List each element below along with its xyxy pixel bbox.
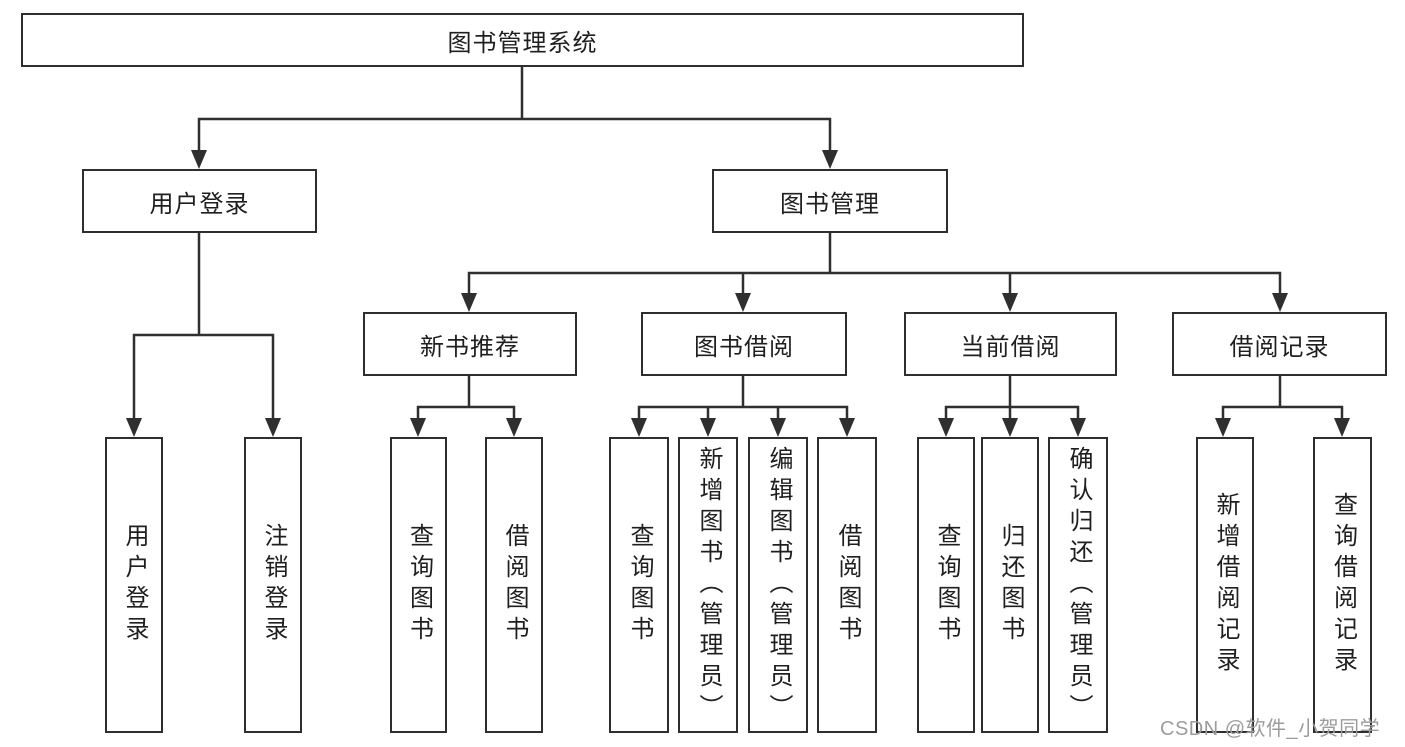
leaf-current-query-books-label: 查询图书 — [933, 523, 960, 647]
leaf-newbook-query-books: 查询图书 — [390, 437, 447, 733]
node-user-login-label: 用户登录 — [149, 190, 250, 218]
leaf-confirm-return-admin: 确认归还（管理员） — [1048, 437, 1108, 733]
leaf-logout-label: 注销登录 — [260, 523, 287, 647]
leaf-query-borrow-record: 查询借阅记录 — [1313, 437, 1372, 733]
leaf-add-borrow-record: 新增借阅记录 — [1196, 437, 1254, 733]
node-new-book-recommend-label: 新书推荐 — [420, 333, 520, 361]
leaf-newbook-borrow-books: 借阅图书 — [485, 437, 543, 733]
leaf-borrow-books: 借阅图书 — [817, 437, 877, 733]
leaf-add-book-admin: 新增图书（管理员） — [678, 437, 738, 733]
node-current-borrow-label: 当前借阅 — [960, 333, 1061, 361]
leaf-user-login-label: 用户登录 — [121, 523, 148, 647]
node-borrow-record: 借阅记录 — [1172, 312, 1387, 376]
leaf-borrow-query-books: 查询图书 — [609, 437, 669, 733]
leaf-edit-book-admin: 编辑图书（管理员） — [748, 437, 808, 733]
leaf-return-books-label: 归还图书 — [997, 523, 1024, 647]
leaf-query-borrow-record-label: 查询借阅记录 — [1329, 492, 1357, 678]
leaf-newbook-query-books-label: 查询图书 — [405, 523, 433, 647]
leaf-add-borrow-record-label: 新增借阅记录 — [1212, 492, 1239, 678]
leaf-user-login: 用户登录 — [105, 437, 163, 733]
leaf-add-book-admin-label: 新增图书（管理员） — [695, 445, 722, 725]
leaf-confirm-return-admin-label: 确认归还（管理员） — [1065, 445, 1092, 725]
node-book-borrow: 图书借阅 — [641, 312, 847, 376]
node-borrow-record-label: 借阅记录 — [1229, 333, 1330, 361]
node-system-root-label: 图书管理系统 — [447, 29, 598, 57]
leaf-borrow-books-label: 借阅图书 — [834, 523, 861, 647]
node-user-login: 用户登录 — [82, 169, 317, 233]
node-book-management-label: 图书管理 — [780, 190, 880, 218]
leaf-edit-book-admin-label: 编辑图书（管理员） — [765, 445, 792, 725]
node-new-book-recommend: 新书推荐 — [363, 312, 577, 376]
node-current-borrow: 当前借阅 — [904, 312, 1117, 376]
node-system-root: 图书管理系统 — [21, 13, 1024, 67]
csdn-watermark: CSDN @软件_小贺同学 — [1160, 718, 1381, 740]
leaf-newbook-borrow-books-label: 借阅图书 — [501, 523, 528, 647]
node-book-management: 图书管理 — [712, 169, 948, 233]
leaf-logout: 注销登录 — [244, 437, 302, 733]
leaf-return-books: 归还图书 — [981, 437, 1039, 733]
leaf-borrow-query-books-label: 查询图书 — [626, 523, 653, 647]
node-book-borrow-label: 图书借阅 — [694, 333, 794, 361]
leaf-current-query-books: 查询图书 — [917, 437, 975, 733]
